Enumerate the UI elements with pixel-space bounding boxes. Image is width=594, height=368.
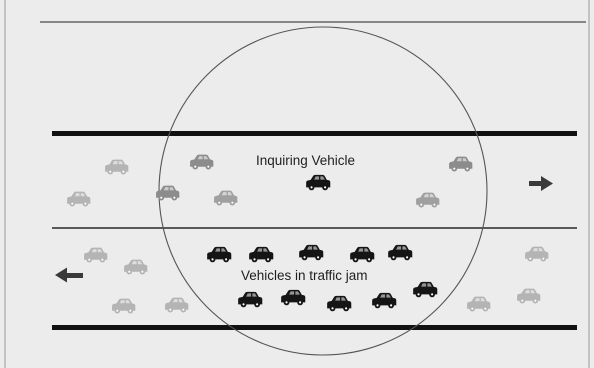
car-icon (112, 298, 136, 314)
car-icon (249, 246, 274, 263)
car-icon (350, 246, 375, 263)
car-icon (84, 247, 108, 263)
car-icon (299, 244, 324, 261)
car-icon (327, 295, 352, 312)
car-icon (214, 190, 238, 206)
communication-range-circle (158, 26, 488, 356)
car-icon (105, 159, 129, 175)
road-bottom-edge (52, 325, 577, 330)
arrow-left-icon (55, 267, 83, 283)
car-icon (165, 297, 189, 313)
car-icon (190, 154, 214, 170)
car-icon (517, 288, 541, 304)
road-top-edge (52, 131, 577, 136)
inquiring-vehicle-car-icon (306, 174, 331, 191)
arrow-right-icon (529, 176, 553, 191)
car-icon (67, 191, 91, 207)
car-icon (207, 246, 232, 263)
car-icon (467, 296, 491, 312)
car-icon (416, 192, 440, 208)
traffic-jam-label: Vehicles in traffic jam (241, 268, 368, 283)
car-icon (124, 259, 148, 275)
inquiring-vehicle-label: Inquiring Vehicle (256, 153, 355, 168)
car-icon (525, 246, 549, 262)
road (52, 131, 577, 330)
car-icon (449, 156, 473, 172)
car-icon (372, 292, 397, 309)
car-icon (281, 289, 306, 306)
page-frame (4, 0, 590, 368)
car-icon (413, 281, 438, 298)
car-icon (238, 291, 263, 308)
car-icon (388, 244, 413, 261)
